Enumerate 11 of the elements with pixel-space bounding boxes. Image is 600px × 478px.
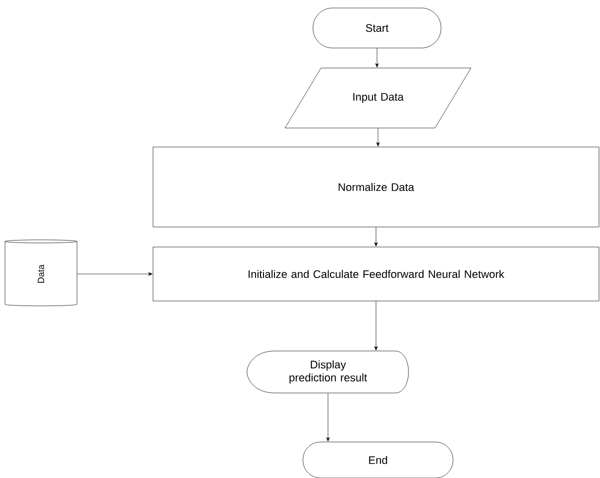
arrow	[375, 48, 379, 68]
database-cylinder: Data	[4, 240, 78, 306]
arrow	[376, 128, 380, 146]
arrow	[374, 227, 378, 246]
arrow	[326, 393, 330, 442]
arrow	[77, 272, 152, 276]
display-shape: Display prediction result	[246, 350, 409, 394]
process-box: Normalize Data	[152, 146, 600, 228]
process-box: Initialize and Calculate Feedforward Neural Network	[152, 246, 600, 302]
input-parallelogram: Input Data	[284, 68, 472, 128]
arrow	[374, 301, 378, 350]
